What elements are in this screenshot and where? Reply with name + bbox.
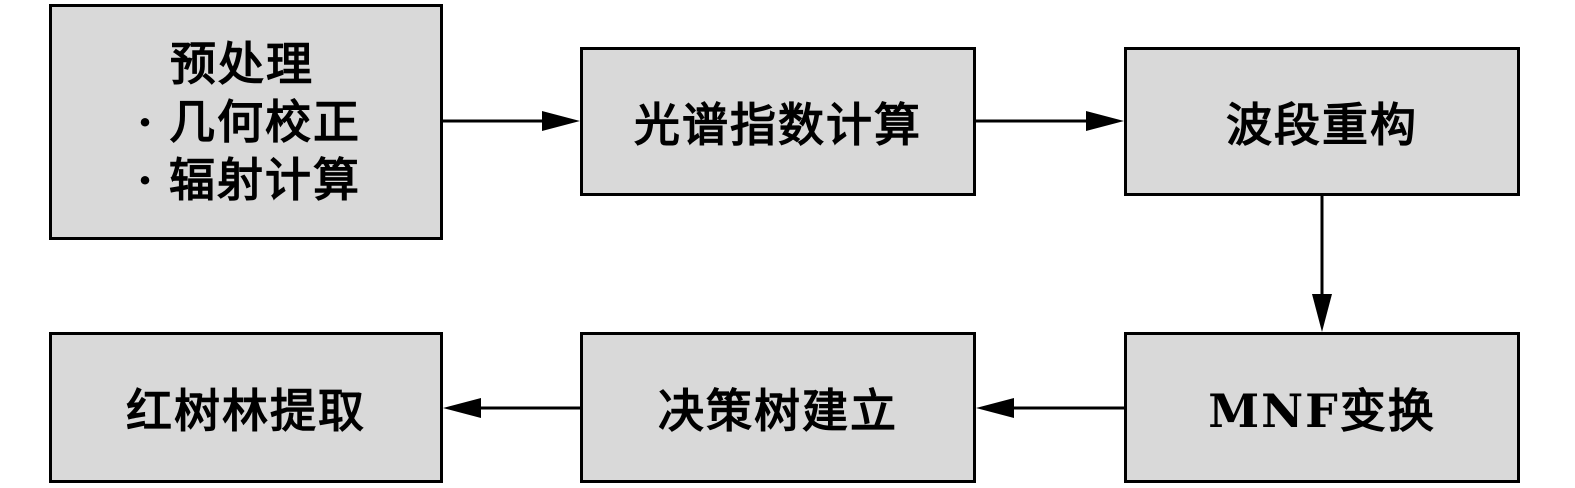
mnf-transform-box: MNF变换 (1124, 332, 1520, 483)
spectral-index-box: 光谱指数计算 (580, 47, 976, 196)
preprocess-item-label: 辐射计算 (169, 153, 361, 207)
arrowhead-down (1312, 294, 1332, 332)
mnf-transform-label: MNF变换 (1208, 383, 1436, 438)
decision-tree-label: 决策树建立 (658, 383, 898, 438)
mangrove-extract-box: 红树林提取 (49, 332, 443, 483)
bullet-dot: · (137, 153, 156, 207)
mangrove-extract-label: 红树林提取 (126, 383, 366, 438)
band-reconstruct-box: 波段重构 (1124, 47, 1520, 196)
preprocess-item-radiometric: ·辐射计算 (137, 151, 361, 209)
preprocess-box: 预处理 ·几何校正 ·辐射计算 (49, 4, 443, 240)
decision-tree-box: 决策树建立 (580, 332, 976, 483)
arrowhead-right (542, 111, 580, 131)
arrowhead-right (1086, 111, 1124, 131)
bullet-dot: · (137, 95, 156, 149)
arrowhead-left (976, 398, 1014, 418)
preprocess-title: 预处理 (170, 37, 314, 91)
spectral-index-label: 光谱指数计算 (634, 97, 922, 152)
preprocess-item-label: 几何校正 (169, 95, 361, 149)
band-reconstruct-label: 波段重构 (1226, 97, 1418, 152)
preprocess-item-geometric: ·几何校正 (137, 93, 361, 151)
arrowhead-left (443, 398, 481, 418)
